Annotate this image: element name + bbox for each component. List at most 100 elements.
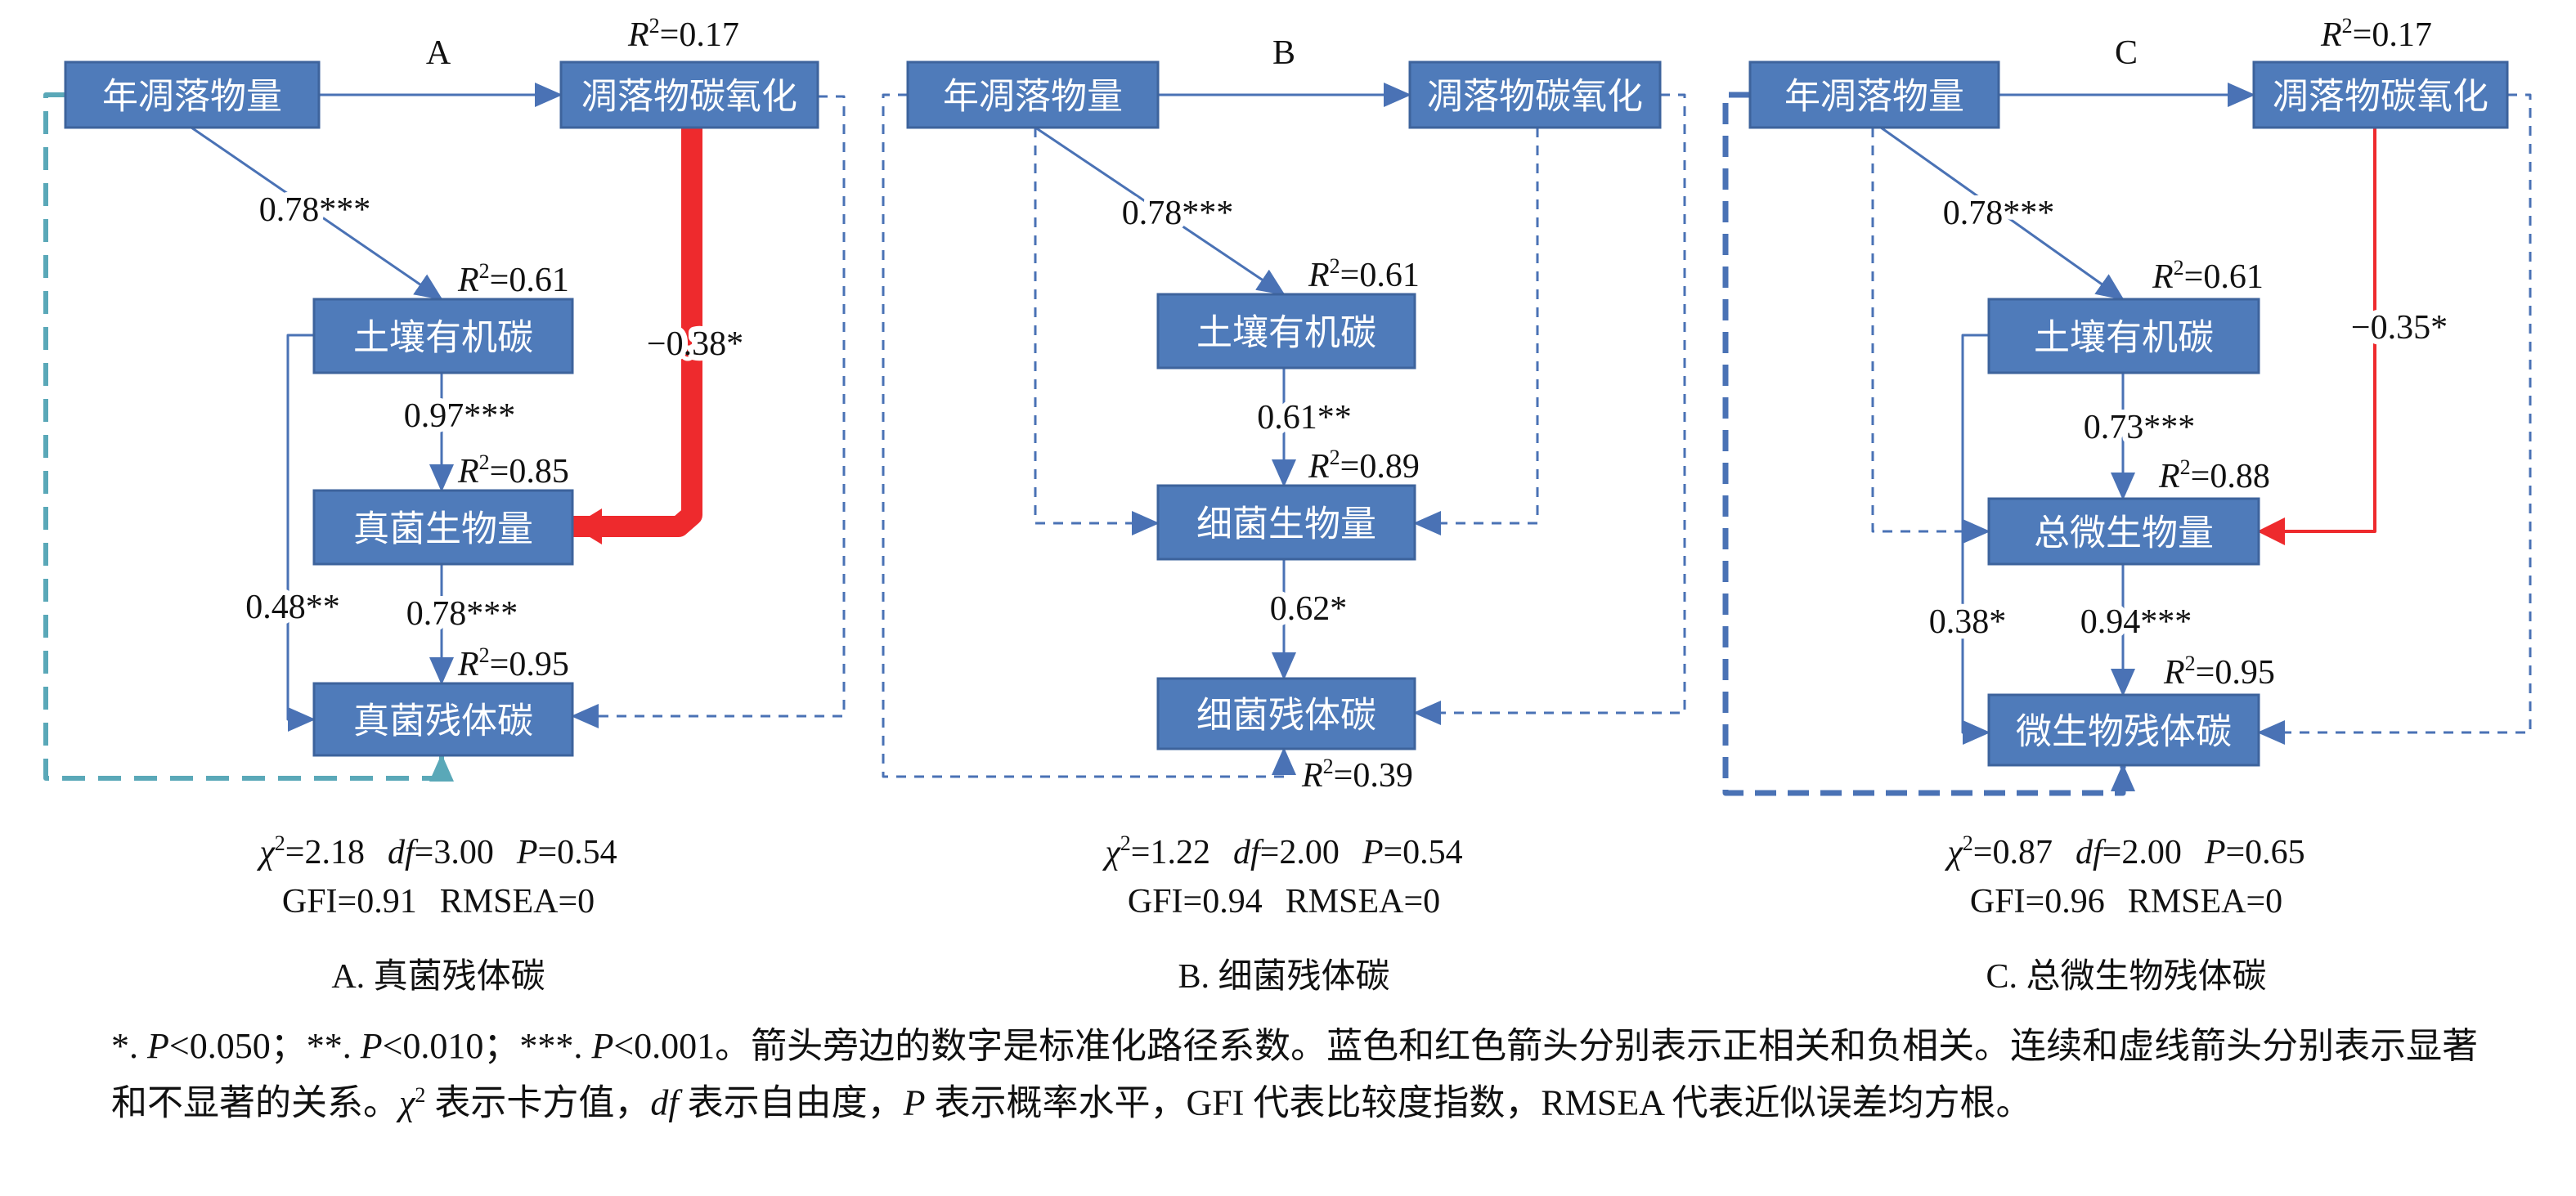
coef-oxidation-biomass: −0.38* (647, 325, 743, 363)
superscript-2: 2 (649, 14, 660, 38)
fit-stats-line-2: GFI=0.96 RMSEA=0 (1970, 883, 2282, 921)
superscript-2: 2 (2185, 652, 2196, 675)
node-residue-box (1987, 693, 2260, 767)
r2-oxidation: R2=0.17 (2320, 14, 2432, 54)
node-biomass-label: 总微生物量 (2034, 513, 2214, 554)
coef-biomass-residue: 0.78*** (406, 595, 518, 633)
r-symbol: R (457, 262, 479, 299)
rmsea-value: RMSEA=0 (2128, 883, 2282, 921)
footnote-segment: P (591, 1026, 614, 1066)
node-soc-label: 土壤有机碳 (353, 317, 533, 359)
path-arrow (1961, 334, 1990, 745)
r2-value: =0.39 (1334, 757, 1413, 795)
r-symbol: R (2152, 258, 2174, 296)
node-soc-label: 土壤有机碳 (1196, 312, 1376, 354)
path-arrow (1034, 126, 1286, 296)
gfi-value: GFI=0.96 (1970, 883, 2105, 921)
node-oxidation: 凋落物碳氧化 (559, 60, 819, 129)
node-litter: 年凋落物量 (64, 60, 321, 129)
stat-part: P (1362, 834, 1384, 871)
coef-soc-biomass: 0.73*** (2084, 409, 2196, 446)
footnote-segment: <0.050；**. (168, 1026, 361, 1066)
node-litter: 年凋落物量 (906, 60, 1160, 129)
figure-footnote: *. P<0.050；**. P<0.010；***. P<0.001。箭头旁边… (111, 1022, 2483, 1128)
superscript-2: 2 (1330, 446, 1340, 469)
r-symbol: R (2158, 458, 2180, 495)
node-oxidation-label: 凋落物碳氧化 (1427, 76, 1643, 118)
r-symbol: R (1308, 448, 1330, 486)
r2-residue: R2=0.95 (457, 643, 569, 683)
footnote-segment: 2 (415, 1083, 426, 1107)
r2-biomass: R2=0.88 (2158, 455, 2270, 495)
node-biomass-box (312, 489, 574, 566)
footnote-segment: χ (399, 1082, 415, 1123)
stat-part: df (2076, 834, 2107, 871)
panel-letter: B (1272, 34, 1295, 72)
node-oxidation-label: 凋落物碳氧化 (2273, 76, 2488, 118)
node-soc: 土壤有机碳 (312, 298, 574, 374)
stat-part: =2.18 (285, 834, 365, 871)
coef-oxidation-biomass: −0.35* (2351, 309, 2448, 347)
superscript-2: 2 (2174, 256, 2184, 280)
stat-part: χ (1102, 834, 1121, 871)
r2-value: =0.17 (660, 16, 739, 54)
footnote-segment: P (903, 1082, 926, 1123)
coef-litter-soc: 0.78*** (1122, 195, 1234, 232)
superscript-2: 2 (1330, 254, 1340, 278)
node-biomass-label: 真菌生物量 (353, 508, 533, 550)
node-residue: 微生物残体碳 (1987, 693, 2260, 767)
r2-value: =0.61 (2184, 258, 2264, 296)
stat-part: df (388, 834, 419, 871)
nonsignificant-path-teal (43, 92, 454, 782)
footnote-segment: df (650, 1082, 679, 1123)
r2-soc: R2=0.61 (2152, 256, 2264, 296)
r-symbol: R (2320, 16, 2342, 54)
negative-path (2257, 128, 2376, 545)
nonsignificant-path-thick (1722, 92, 2135, 796)
footnote-segment: *. (111, 1026, 147, 1066)
r2-value: =0.95 (490, 646, 569, 683)
r2-residue: R2=0.39 (1301, 755, 1413, 795)
r2-value: =0.89 (1340, 448, 1420, 486)
node-litter-box (1748, 60, 2000, 129)
node-oxidation: 凋落物碳氧化 (2252, 60, 2509, 129)
path-arrow (191, 126, 443, 301)
node-residue-label: 真菌残体碳 (353, 701, 533, 742)
panel-caption: A. 真菌残体碳 (331, 958, 545, 996)
r2-value: =0.88 (2191, 458, 2270, 495)
node-biomass: 真菌生物量 (312, 489, 574, 566)
panel-letter: A (426, 34, 451, 72)
node-soc-label: 土壤有机碳 (2034, 317, 2214, 359)
node-oxidation-label: 凋落物碳氧化 (581, 76, 797, 118)
node-soc: 土壤有机碳 (1156, 293, 1416, 370)
panel-caption: C. 总微生物残体碳 (1986, 958, 2266, 996)
superscript-2: 2 (2180, 455, 2191, 479)
node-biomass-box (1156, 484, 1416, 561)
panel-letter: C (2115, 34, 2138, 72)
node-soc-box (312, 298, 574, 374)
arrowhead-icon (572, 508, 602, 544)
path-arrow (286, 334, 316, 732)
node-oxidation: 凋落物碳氧化 (1408, 60, 1662, 129)
node-litter-label: 年凋落物量 (943, 76, 1123, 118)
footnote-segment: 表示卡方值， (425, 1082, 651, 1123)
panel-caption: B. 细菌残体碳 (1178, 958, 1389, 996)
node-litter-label: 年凋落物量 (102, 76, 282, 118)
r2-value: =0.95 (2196, 654, 2275, 692)
superscript-2: 2 (479, 259, 490, 283)
path-arrow (2257, 93, 2532, 745)
stat-part: =0.54 (538, 834, 617, 871)
stat-part: 2 (275, 831, 285, 855)
stat-part: 2 (1120, 831, 1131, 855)
footnote-segment: <0.010；***. (382, 1026, 592, 1066)
path-arrow (1413, 128, 1539, 535)
gfi-value: GFI=0.91 (282, 883, 417, 921)
node-biomass: 总微生物量 (1987, 497, 2260, 566)
superscript-2: 2 (479, 643, 490, 667)
r2-biomass: R2=0.85 (457, 450, 569, 490)
coef-soc-residue: 0.48** (245, 589, 340, 626)
